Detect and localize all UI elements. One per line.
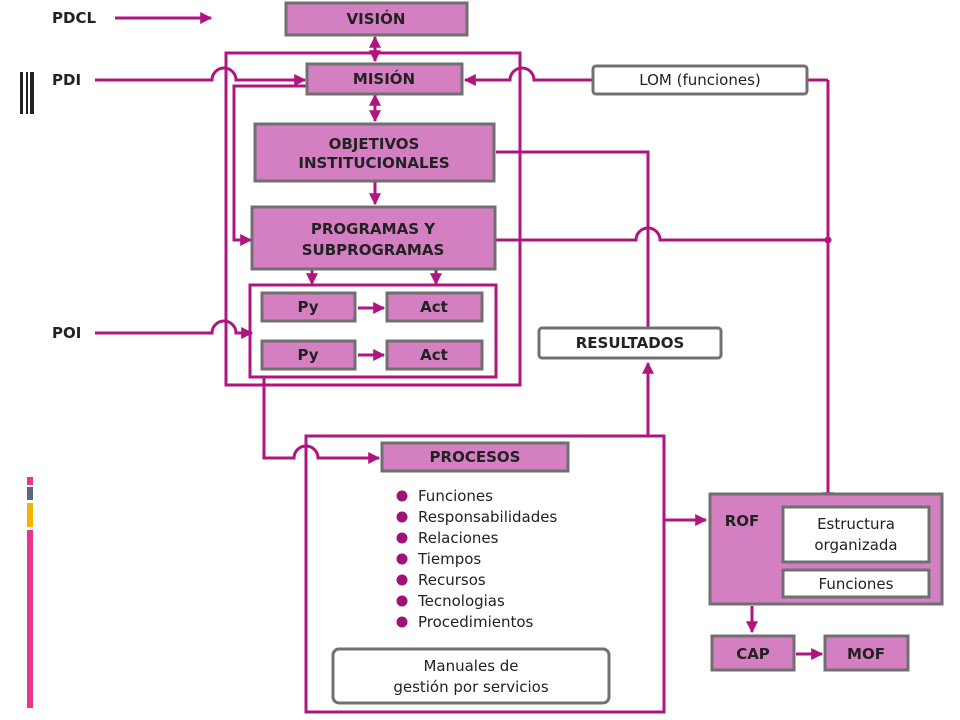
pdi-arrow — [95, 66, 307, 86]
mof-text: MOF — [847, 645, 885, 663]
programas-rof-link — [496, 226, 828, 242]
vision-box: VISIÓN — [284, 1, 469, 37]
programas-text-line2: SUBPROGRAMAS — [302, 241, 445, 259]
poi-label: POI — [52, 324, 81, 342]
bullet-icon — [396, 532, 408, 544]
bullet-icon — [396, 616, 408, 628]
bar-mark-3 — [30, 72, 34, 114]
py-text-2: Py — [297, 346, 318, 364]
bar-mark-1 — [20, 72, 23, 114]
objetivos-box: OBJETIVOS INSTITUCIONALES — [253, 122, 496, 183]
py-text-1: Py — [297, 298, 318, 316]
process-item: Recursos — [418, 571, 486, 589]
objetivos-text-line2: INSTITUCIONALES — [298, 154, 449, 172]
process-item: Responsabilidades — [418, 508, 557, 526]
manuales-text-line2: gestión por servicios — [393, 678, 549, 696]
resultados-box: RESULTADOS — [537, 326, 723, 360]
process-item: Tecnologias — [417, 592, 505, 610]
poi-arrow — [95, 319, 254, 339]
accent-bar-gold — [27, 503, 33, 527]
estructura-text-line2: organizada — [814, 536, 897, 554]
process-item: Tiempos — [417, 550, 481, 568]
manuales-box: Manuales de gestión por servicios — [331, 647, 611, 705]
rof-text: ROF — [725, 512, 760, 530]
py-procesos-arrow — [262, 377, 381, 464]
manuales-text-line1: Manuales de — [423, 657, 518, 675]
vision-text: VISIÓN — [347, 9, 406, 28]
lom-mision-arrow — [463, 66, 593, 86]
bar-mark-2 — [26, 72, 28, 114]
process-item: Funciones — [418, 487, 493, 505]
mision-box: MISIÓN — [305, 62, 464, 96]
bullet-icon — [396, 490, 408, 502]
accent-bar-pink-small — [27, 477, 33, 485]
py-box-2: Py — [260, 339, 357, 371]
mision-programas-loop — [232, 84, 306, 246]
funciones-rof-text: Funciones — [819, 575, 894, 593]
junction-dot — [824, 236, 832, 244]
estructura-box: Estructura organizada — [781, 505, 931, 564]
funciones-rof-box: Funciones — [781, 568, 931, 599]
decorative-left-bars — [20, 72, 34, 708]
estructura-text-line1: Estructura — [817, 515, 895, 533]
lom-box: LOM (funciones) — [591, 64, 809, 96]
bullet-icon — [396, 574, 408, 586]
process-items-list: FuncionesResponsabilidadesRelacionesTiem… — [396, 487, 557, 631]
act-box-2: Act — [385, 339, 484, 371]
act-text-2: Act — [420, 346, 448, 364]
bullet-icon — [396, 553, 408, 565]
bullet-icon — [396, 511, 408, 523]
act-text-1: Act — [420, 298, 448, 316]
py-box-1: Py — [260, 291, 357, 323]
resultados-text: RESULTADOS — [576, 334, 685, 352]
objetivos-resultados-link — [496, 150, 650, 328]
cap-text: CAP — [736, 645, 770, 663]
programas-box: PROGRAMAS Y SUBPROGRAMAS — [250, 205, 497, 271]
cap-box: CAP — [710, 634, 796, 672]
accent-bar-slate — [27, 487, 33, 500]
lom-text: LOM (funciones) — [639, 71, 760, 89]
programas-text-line1: PROGRAMAS Y — [311, 220, 436, 238]
mision-text: MISIÓN — [353, 69, 415, 88]
mof-box: MOF — [823, 634, 910, 672]
process-item: Procedimientos — [418, 613, 534, 631]
connectors — [95, 12, 834, 660]
procesos-text: PROCESOS — [430, 448, 521, 466]
objetivos-text-line1: OBJETIVOS — [329, 135, 420, 153]
bullet-icon — [396, 595, 408, 607]
accent-bar-pink-long — [27, 530, 33, 708]
pdi-label: PDI — [52, 71, 81, 89]
process-item: Relaciones — [418, 529, 499, 547]
procesos-box: PROCESOS — [380, 441, 570, 473]
pdcl-label: PDCL — [52, 9, 96, 27]
procesos-frame — [304, 434, 666, 714]
act-box-1: Act — [385, 291, 484, 323]
